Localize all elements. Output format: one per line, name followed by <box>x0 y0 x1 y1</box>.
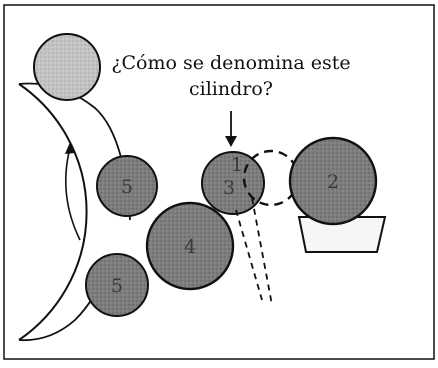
roller-5-top <box>96 155 158 217</box>
roller-2-label: 2 <box>327 171 339 193</box>
roller-4 <box>145 201 235 291</box>
large-cylinder-edge <box>18 83 88 341</box>
pointer-arrow-head <box>225 136 237 147</box>
roller-5-top-label: 5 <box>121 176 133 198</box>
roller-1-3 <box>201 151 265 215</box>
question-line-1: ¿Cómo se denomina este <box>111 52 350 74</box>
question-line-2: cilindro? <box>189 78 273 100</box>
roller-5-bottom <box>85 253 149 317</box>
dashed-ray-left <box>235 209 263 301</box>
roller-4-label: 4 <box>184 236 196 258</box>
roller-1-label: 1 <box>231 154 243 176</box>
roller-3-label: 3 <box>223 177 235 199</box>
light-roller <box>33 33 101 101</box>
roller-5-bottom-label: 5 <box>111 275 123 297</box>
dashed-ray-right <box>251 197 273 306</box>
roller-2 <box>288 136 378 226</box>
rotation-arrow-head <box>65 142 75 154</box>
frame-border <box>3 4 435 360</box>
rotation-arrow <box>65 147 81 241</box>
